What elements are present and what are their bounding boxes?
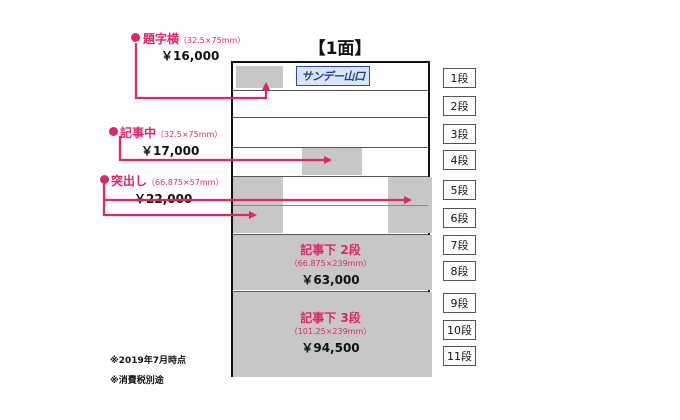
tier-label: 9段 — [443, 293, 476, 313]
daiji-title: 題字横 — [143, 32, 180, 46]
tsukidashi-title: 突出し — [111, 174, 148, 188]
arrow-kijinaka — [118, 136, 332, 164]
kijishita-3-label: 記事下 3段 （101.25×239mm） ￥94,500 — [233, 309, 428, 356]
arrow-tsukidashi-left — [102, 184, 257, 219]
daiji-size: （32.5×75mm） — [179, 36, 246, 45]
kijishita-3-title: 記事下 3段 — [300, 311, 361, 325]
daiji-price: ￥16,000 — [161, 49, 220, 63]
tier-label: 2段 — [443, 96, 476, 116]
newspaper-logo: サンデー山口 — [296, 66, 370, 86]
note-tax: ※消費税別途 — [110, 376, 164, 386]
kijinaka-annotation-title: 記事中（32.5×75mm） — [120, 124, 222, 141]
kijishita-2-label: 記事下 2段 （66.875×239mm） ￥63,000 — [233, 241, 428, 288]
bullet-dot-icon — [100, 175, 109, 184]
kijishita-2-title: 記事下 2段 — [300, 243, 361, 257]
tier-label: 1段 — [443, 68, 476, 88]
tier-label: 4段 — [443, 150, 476, 170]
kijishita-3-size: （101.25×239mm） — [289, 327, 372, 336]
kijishita-2-price: ￥63,000 — [301, 273, 360, 287]
newspaper-page-frame: サンデー山口 記事下 2段 （66.875×239mm） ￥63,000 記事下… — [231, 61, 432, 377]
tier-label: 10段 — [443, 320, 476, 340]
page-title: 【1面】 — [308, 39, 372, 59]
daiji-annotation-title: 題字横（32.5×75mm） — [143, 30, 245, 47]
bullet-dot-icon — [109, 127, 118, 136]
tier-label: 8段 — [443, 261, 476, 281]
tier-label: 6段 — [443, 208, 476, 228]
ad-slot-daiji — [236, 66, 283, 88]
kijishita-3-price: ￥94,500 — [301, 341, 360, 355]
ad-slot-kijishita-2 — [233, 235, 432, 290]
tier-label: 5段 — [443, 180, 476, 200]
arrow-daiji — [134, 43, 270, 100]
tsukidashi-size: （66.875×57mm） — [147, 178, 224, 187]
ad-slot-kijishita-3 — [233, 292, 432, 377]
kijishita-2-size: （66.875×239mm） — [289, 259, 372, 268]
kijinaka-size: （32.5×75mm） — [156, 130, 223, 139]
note-date: ※2019年7月時点 — [110, 356, 187, 366]
tsukidashi-annotation-title: 突出し（66.875×57mm） — [111, 172, 223, 189]
kijinaka-title: 記事中 — [120, 126, 157, 140]
tier-label: 7段 — [443, 235, 476, 255]
kijinaka-price: ￥17,000 — [141, 144, 200, 158]
bullet-dot-icon — [131, 33, 140, 42]
tier-label: 3段 — [443, 124, 476, 144]
tier-label: 11段 — [443, 346, 476, 366]
